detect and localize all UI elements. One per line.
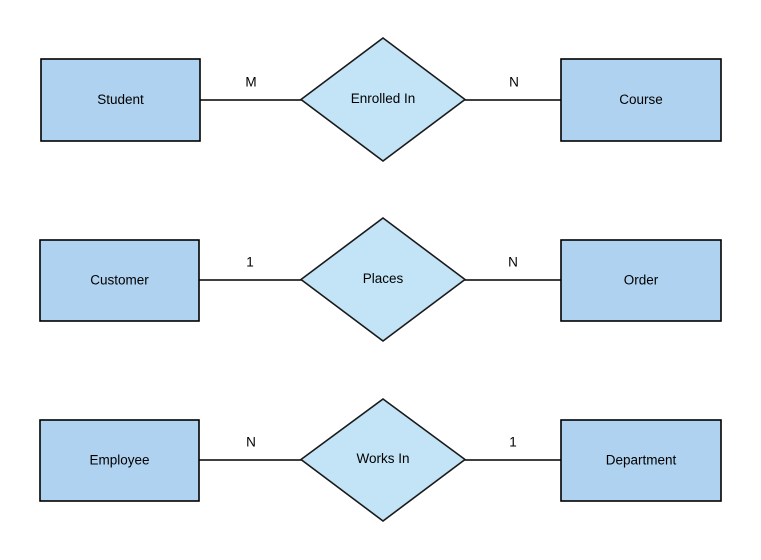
relationship-group-works-in: Employee Works In Department N 1 bbox=[39, 398, 722, 522]
cardinality-label-right-works-in: 1 bbox=[509, 435, 517, 450]
entity-label-customer: Customer bbox=[90, 273, 149, 288]
cardinality-label-left-enrolled-in: M bbox=[245, 75, 256, 90]
entity-box-department[interactable] bbox=[560, 419, 722, 502]
entity-box-employee[interactable] bbox=[39, 419, 200, 502]
entity-box-customer[interactable] bbox=[39, 239, 200, 322]
entity-box-course[interactable] bbox=[560, 58, 722, 142]
entity-box-student[interactable] bbox=[40, 58, 201, 142]
entity-label-department: Department bbox=[606, 453, 677, 468]
relationship-label-enrolled-in: Enrolled In bbox=[351, 91, 416, 106]
entity-label-order: Order bbox=[624, 273, 659, 288]
cardinality-label-right-enrolled-in: N bbox=[509, 75, 519, 90]
relationship-group-places: Customer Places Order 1 N bbox=[39, 217, 722, 342]
relationship-group-enrolled-in: Student Enrolled In Course M N bbox=[40, 37, 722, 162]
relationship-diamond-enrolled-in[interactable] bbox=[299, 37, 467, 162]
relationship-label-places: Places bbox=[363, 271, 404, 286]
cardinality-label-left-places: 1 bbox=[246, 255, 254, 270]
cardinality-label-right-places: N bbox=[508, 255, 518, 270]
entity-label-course: Course bbox=[619, 92, 663, 107]
cardinality-label-left-works-in: N bbox=[246, 435, 256, 450]
entity-label-employee: Employee bbox=[89, 453, 149, 468]
entity-label-student: Student bbox=[97, 92, 144, 107]
relationship-label-works-in: Works In bbox=[356, 451, 409, 466]
relationship-diamond-places[interactable] bbox=[299, 217, 467, 342]
relationship-diamond-works-in[interactable] bbox=[299, 398, 467, 522]
entity-box-order[interactable] bbox=[560, 239, 722, 322]
